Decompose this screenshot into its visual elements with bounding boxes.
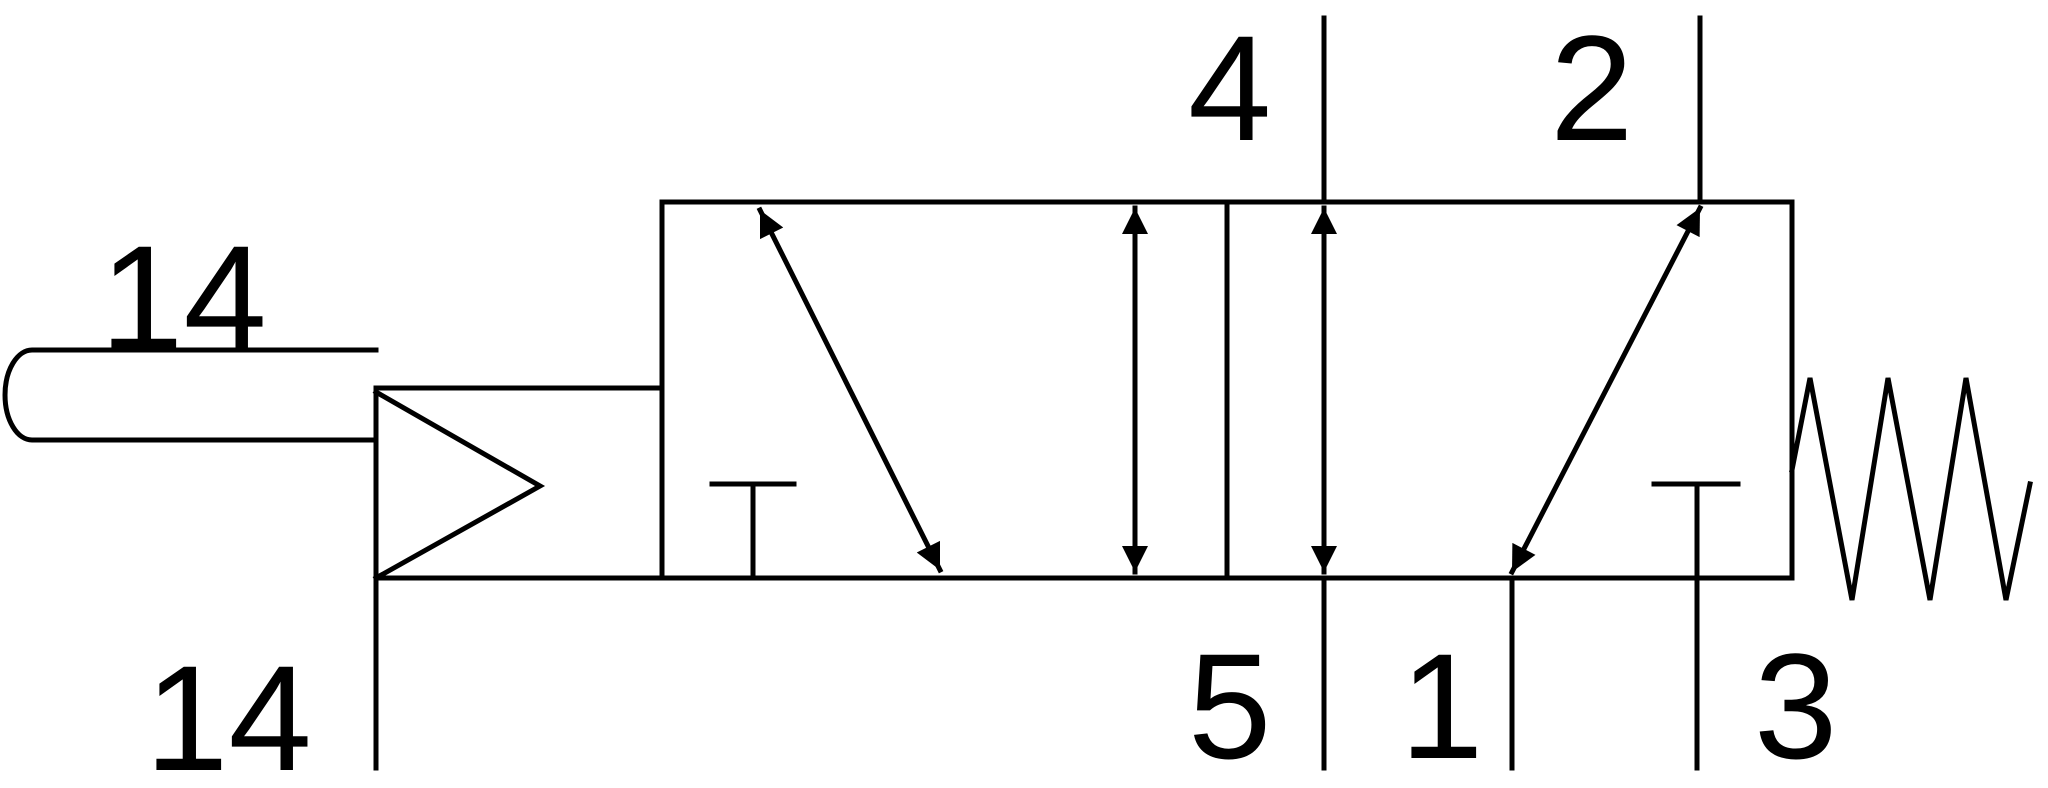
label-port-4: 4 [1188, 4, 1271, 172]
push-button-actuator [2, 347, 379, 443]
label-pilot-top: 14 [100, 214, 267, 382]
label-port-5: 5 [1188, 622, 1271, 788]
flow-arrow-left-diagonal [756, 206, 944, 574]
label-port-1: 1 [1400, 622, 1483, 788]
label-pilot-bottom: 14 [145, 634, 312, 788]
spring-return [1789, 377, 2033, 601]
label-port-3: 3 [1754, 622, 1837, 788]
blocked-port-left [709, 481, 797, 581]
flow-arrow-right-diagonal [1508, 204, 1704, 576]
blocked-port-right [1651, 481, 1741, 581]
label-port-2: 2 [1550, 4, 1633, 172]
pilot-triangle [372, 388, 546, 582]
